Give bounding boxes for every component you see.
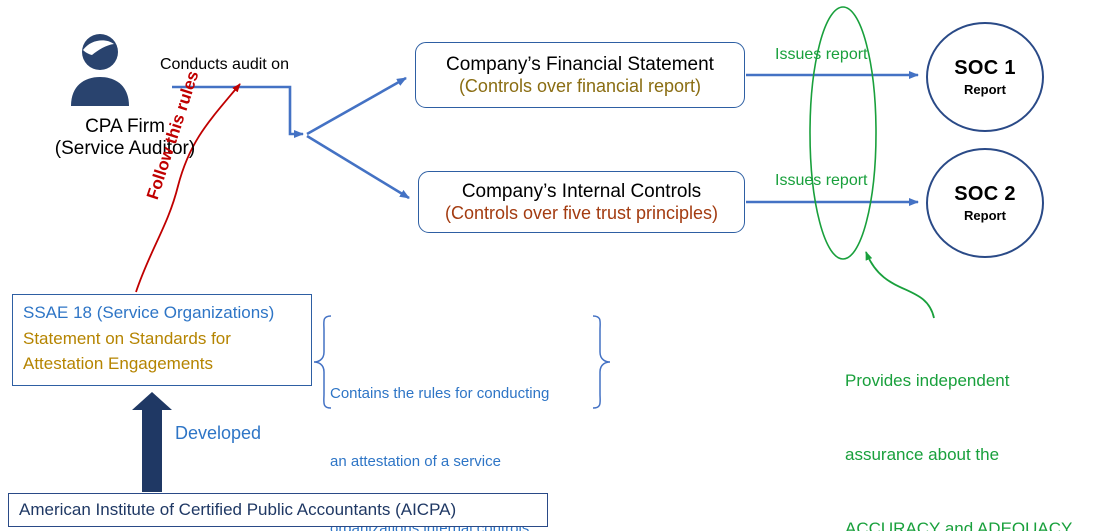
soc-1-report-circle[interactable]: SOC 1 Report bbox=[926, 22, 1044, 132]
green-note-connector bbox=[865, 251, 935, 319]
ssae-18-subtitle-line-2: Attestation Engagements bbox=[23, 354, 213, 373]
issues-report-highlight-ellipse bbox=[809, 6, 877, 260]
assurance-note-line-1: Provides independent bbox=[845, 371, 1010, 391]
cpa-firm-label: CPA Firm (Service Auditor) bbox=[54, 116, 196, 160]
internal-controls-subtitle: (Controls over five trust principles) bbox=[444, 202, 719, 223]
financial-statement-box[interactable]: Company’s Financial Statement (Controls … bbox=[415, 42, 745, 108]
aicpa-label: American Institute of Certified Public A… bbox=[19, 500, 457, 519]
branch-arrow-financial bbox=[306, 76, 407, 136]
conducts-audit-label: Conducts audit on bbox=[160, 56, 289, 73]
assurance-note-line-2: assurance about the bbox=[845, 445, 1000, 465]
rules-description-line-1: Contains the rules for conducting bbox=[330, 385, 550, 402]
brace-right bbox=[592, 315, 611, 409]
internal-controls-box[interactable]: Company’s Internal Controls (Controls ov… bbox=[418, 171, 745, 233]
soc-2-subtitle: Report bbox=[964, 208, 1006, 223]
financial-statement-title: Company’s Financial Statement bbox=[446, 53, 714, 75]
soc-2-report-circle[interactable]: SOC 2 Report bbox=[926, 148, 1044, 258]
soc-1-title: SOC 1 bbox=[954, 57, 1016, 79]
branch-arrow-internal bbox=[306, 134, 410, 200]
issues-report-label-1: Issues report bbox=[775, 46, 868, 63]
soc-2-title: SOC 2 bbox=[954, 183, 1016, 205]
ssae-18-subtitle-line-1: Statement on Standards for bbox=[23, 328, 231, 348]
developed-block-arrow bbox=[132, 392, 172, 492]
developed-label: Developed bbox=[175, 423, 262, 443]
assurance-note-line-3: ACCURACY and ADEQUACY bbox=[845, 519, 1073, 531]
assurance-note: Provides independent assurance about the… bbox=[845, 320, 1095, 531]
internal-controls-title: Company’s Internal Controls bbox=[461, 180, 702, 202]
issues-report-label-2: Issues report bbox=[775, 172, 868, 189]
soc-1-subtitle: Report bbox=[964, 82, 1006, 97]
person-icon bbox=[62, 30, 138, 106]
aicpa-box[interactable]: American Institute of Certified Public A… bbox=[8, 493, 548, 527]
ssae-18-title: SSAE 18 (Service Organizations) bbox=[23, 303, 275, 322]
rules-description-line-2: an attestation of a service bbox=[330, 452, 501, 470]
ssae-18-box[interactable]: SSAE 18 (Service Organizations) Statemen… bbox=[12, 294, 312, 386]
brace-left bbox=[313, 315, 332, 409]
financial-statement-subtitle: (Controls over financial report) bbox=[458, 75, 702, 96]
